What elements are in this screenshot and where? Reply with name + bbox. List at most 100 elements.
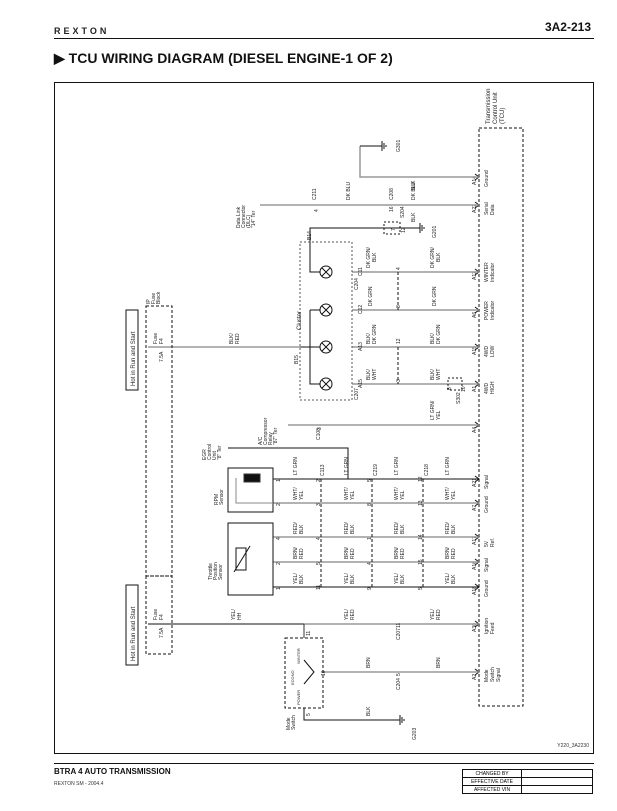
tcu-pin-number: A7: [472, 505, 478, 511]
connector-label: G301: [396, 140, 402, 152]
pin-number: 2: [316, 479, 322, 482]
svg-text:Unit: Unit: [212, 450, 218, 460]
tcu-pin-label: Indicator: [490, 262, 496, 282]
svg-text:"8" Ter: "8" Ter: [217, 445, 223, 460]
mode-switch-winter: WINTER: [296, 648, 301, 664]
svg-text:Hot in Run and Start: Hot in Run and Start: [131, 331, 137, 386]
tcu-pin-number: A6: [472, 312, 478, 318]
tcu-pin-label: Data: [490, 204, 496, 215]
svg-text:C11: C11: [358, 267, 364, 276]
svg-text:7: 7: [391, 228, 397, 231]
svg-text:A22: A22: [472, 204, 478, 213]
tcu-pin-number: A1: [472, 386, 478, 392]
svg-text:BLK: BLK: [436, 252, 442, 262]
wire-color-label: WHT: [372, 369, 378, 380]
svg-text:BLK: BLK: [366, 706, 372, 716]
svg-text:Hot in Run and Start: Hot in Run and Start: [131, 606, 137, 661]
svg-text:YEL/: YEL/: [344, 573, 350, 584]
wire-color-label: YEL/: [344, 609, 350, 620]
wire-color-label: YEL/: [344, 573, 350, 584]
svg-text:3: 3: [316, 503, 322, 506]
svg-text:"87" Ter: "87" Ter: [273, 427, 279, 445]
svg-text:DK BLU: DK BLU: [346, 182, 352, 200]
tcu-pin-number: A18: [472, 586, 478, 595]
pin-number: 1: [367, 537, 373, 540]
svg-text:YEL: YEL: [400, 490, 406, 500]
pin-number: 4: [367, 562, 373, 565]
tcu-box: [478, 127, 524, 707]
svg-text:BLK: BLK: [451, 574, 457, 584]
svg-text:2: 2: [316, 479, 322, 482]
tcu-pin-label: Serial: [484, 202, 490, 215]
tcu-pin-number: A16: [472, 561, 478, 570]
svg-text:G201: G201: [432, 226, 438, 238]
svg-text:DK GRN: DK GRN: [436, 324, 442, 344]
svg-text:11: 11: [396, 623, 402, 628]
svg-text:Compressor: Compressor: [263, 417, 269, 445]
svg-text:G203: G203: [412, 728, 418, 740]
svg-text:12: 12: [401, 227, 407, 233]
svg-text:YEL/: YEL/: [445, 573, 451, 584]
change-row: CHANGED BY: [462, 769, 593, 778]
change-label: EFFECTIVE DATE: [462, 777, 522, 786]
svg-text:BRN: BRN: [366, 657, 372, 668]
wire-color-label: DK GRN: [372, 324, 378, 344]
svg-text:4: 4: [396, 267, 402, 270]
wire-color-label: WHT/: [344, 487, 350, 500]
svg-text:Feed: Feed: [490, 622, 496, 634]
svg-text:BLK: BLK: [400, 574, 406, 584]
pin-number: 11: [396, 623, 402, 628]
wire-color-label: BLK/: [366, 369, 372, 380]
tcu-pin-label: 4WD: [484, 383, 490, 395]
wire-color-label: YEL/: [430, 609, 436, 620]
wire-color-label: BRN/: [293, 546, 299, 559]
svg-text:Transmission: Transmission: [486, 89, 492, 124]
svg-text:C218: C218: [424, 464, 430, 476]
page-title: ▶ TCU WIRING DIAGRAM (DIESEL ENGINE-1 OF…: [54, 50, 393, 67]
svg-text:A21: A21: [472, 478, 478, 487]
svg-text:"14" Ter: "14" Ter: [251, 210, 257, 228]
tcu-pin-label: 5V: [484, 540, 490, 547]
svg-text:YEL/: YEL/: [231, 609, 237, 620]
svg-text:5: 5: [367, 479, 373, 482]
svg-text:A14: A14: [472, 176, 478, 185]
tcu-pin-label: 4WD: [484, 346, 490, 358]
svg-text:A/C: A/C: [258, 436, 264, 445]
tcu-pin-label: Signal: [496, 668, 502, 682]
wire-color-label: YEL/: [231, 609, 237, 620]
title-bullet-icon: ▶: [54, 50, 69, 66]
svg-text:S302: S302: [456, 392, 462, 404]
svg-text:BLK: BLK: [372, 252, 378, 262]
svg-text:RED: RED: [299, 548, 305, 559]
wire-color-label: DK GRN: [432, 286, 438, 306]
wire-color-label: BRN/: [445, 546, 451, 559]
svg-text:A30: A30: [472, 623, 478, 632]
svg-text:A15: A15: [358, 379, 364, 388]
svg-text:F4: F4: [159, 338, 165, 344]
wire-color-label: YEL/: [445, 573, 451, 584]
power-source-2: Hot in Run and Start: [131, 606, 137, 661]
ground-icon-g301: [381, 141, 387, 151]
svg-text:BLK: BLK: [350, 524, 356, 534]
pin-number: 5: [396, 673, 402, 676]
svg-text:BRN/: BRN/: [394, 546, 400, 559]
wire-color-label: DK GRN: [436, 324, 442, 344]
wire-color-label: BLK: [299, 574, 305, 584]
wire-color-label: BRN: [366, 657, 372, 668]
cluster-label: Cluster: [297, 311, 303, 330]
svg-text:A6: A6: [472, 312, 478, 318]
svg-text:Throttle: Throttle: [208, 563, 214, 580]
connector-label: C12: [358, 305, 364, 314]
svg-text:Ground: Ground: [484, 580, 490, 597]
connector-label: C108: [316, 428, 322, 440]
pin-number: 2: [276, 562, 282, 565]
wire-color-label: YEL/: [293, 573, 299, 584]
svg-text:DK BLU: DK BLU: [411, 182, 417, 200]
svg-text:WHT/: WHT/: [344, 487, 350, 500]
pin-number: 10: [321, 670, 327, 676]
